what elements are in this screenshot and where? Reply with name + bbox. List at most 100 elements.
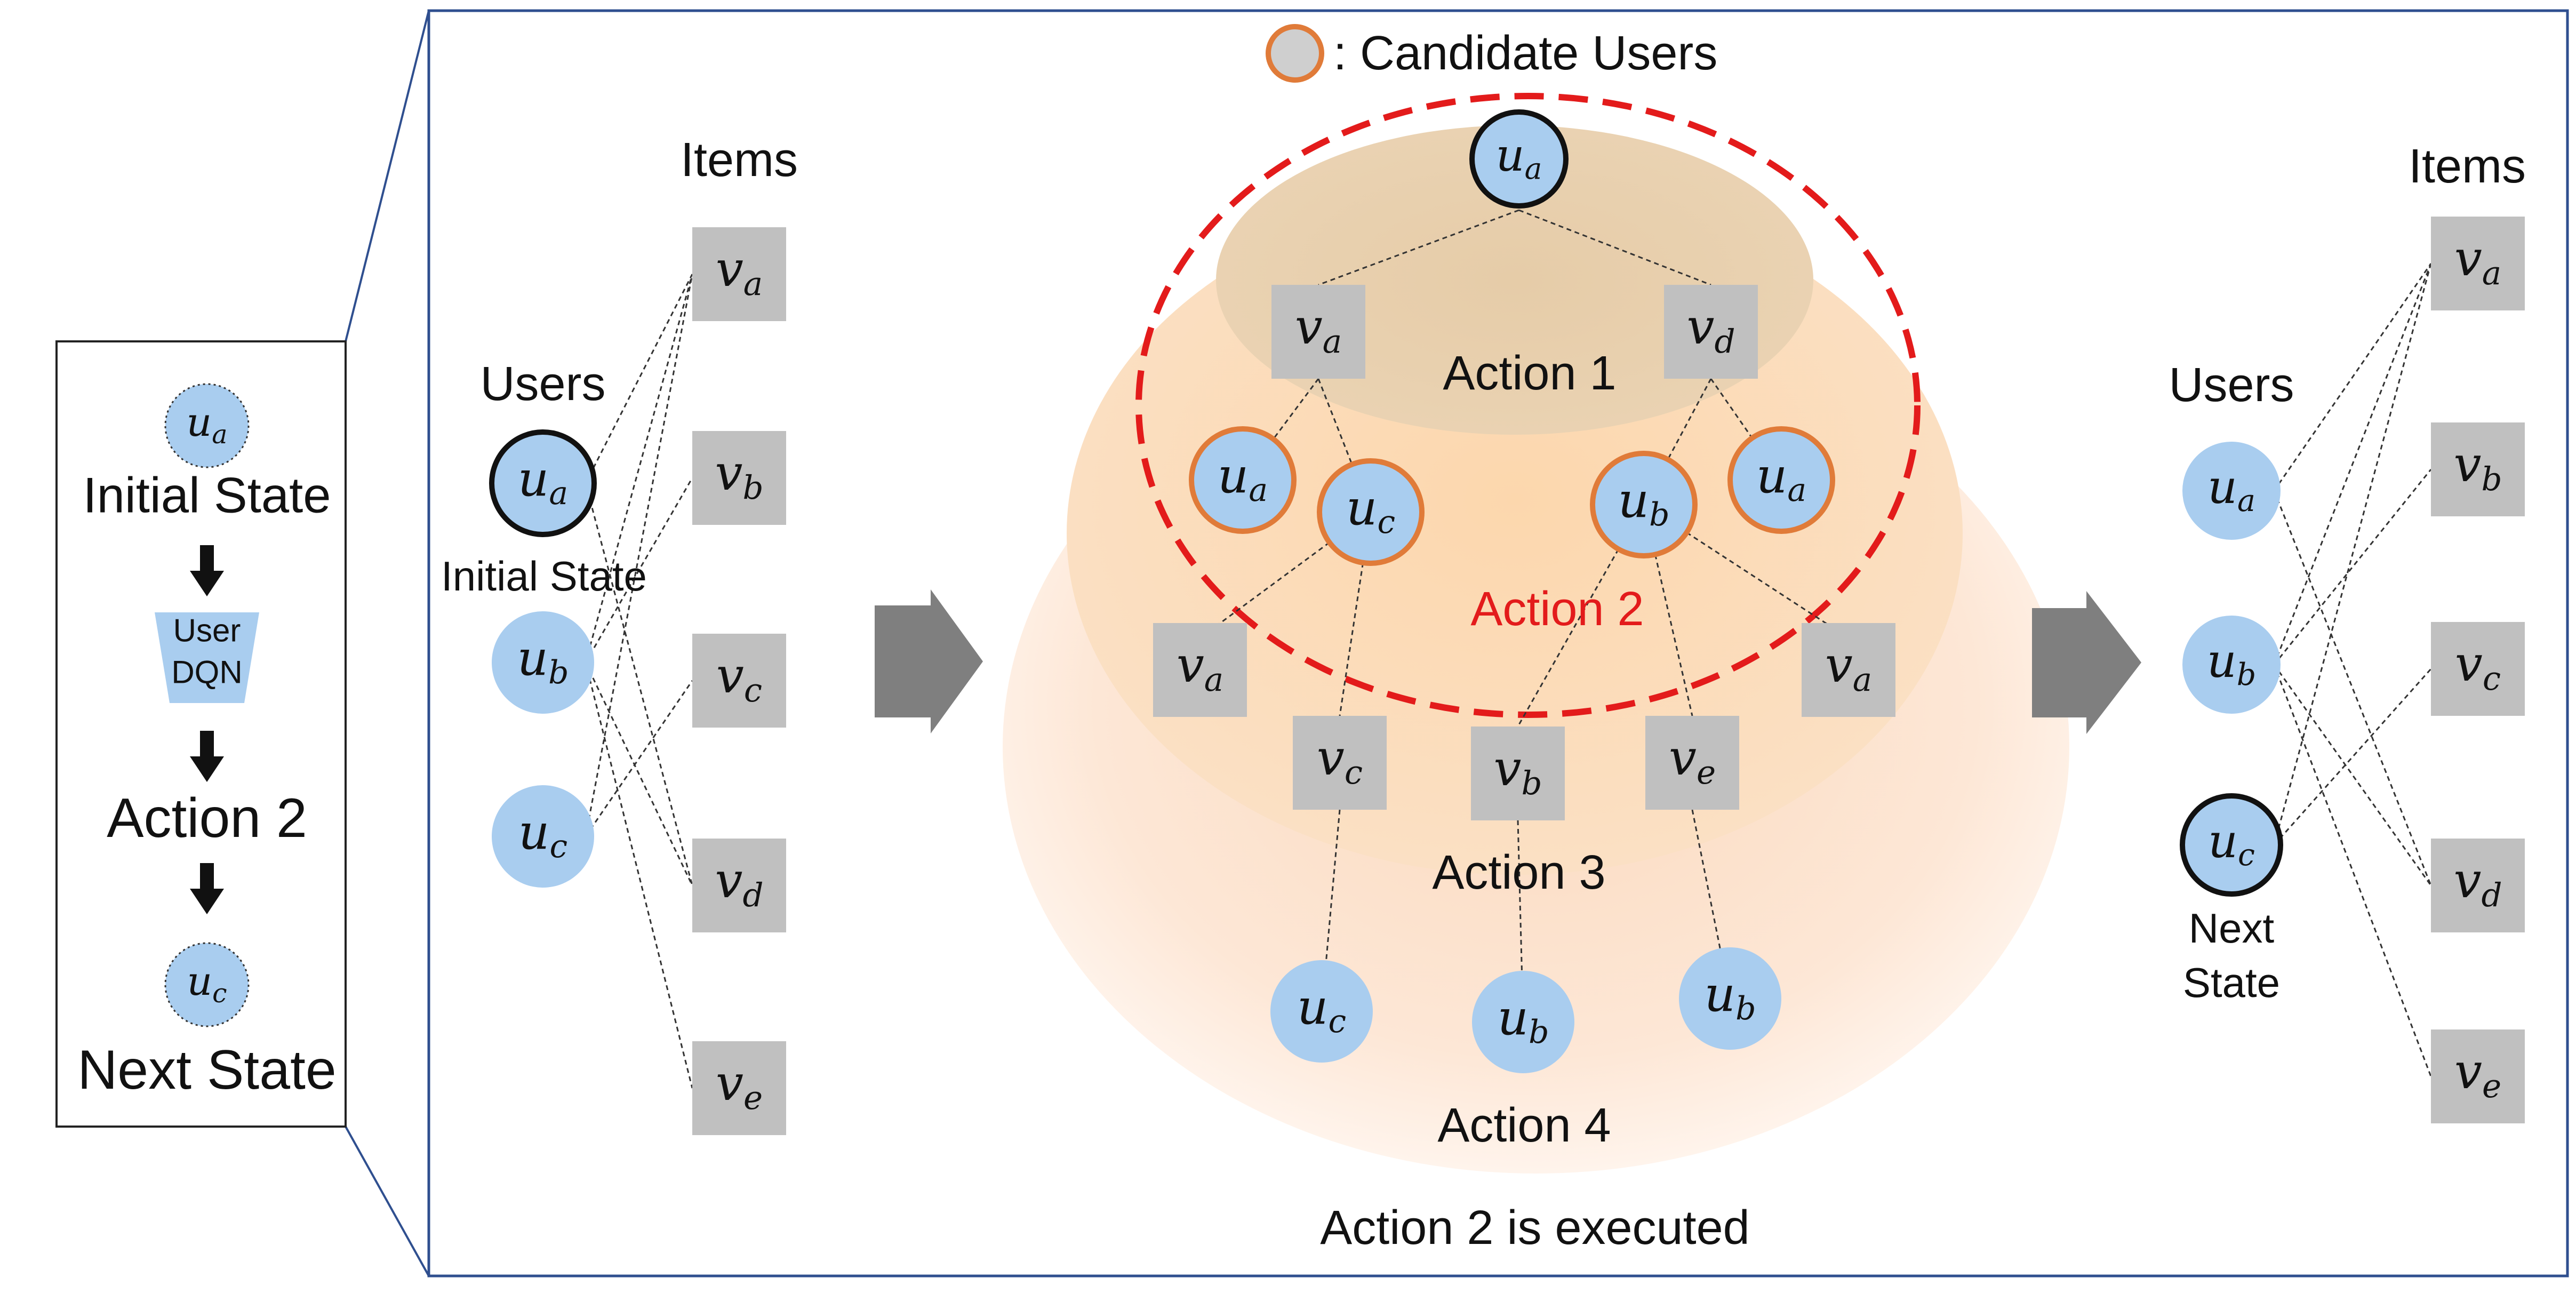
left-user-0-label: ua (518, 451, 568, 513)
sidebar-node-next-label-base: u (187, 959, 212, 1004)
zone-action2-boundary (1135, 93, 1921, 718)
right-item-2-label-subscript: c (2483, 660, 2501, 698)
right-user-0-label: ua (2207, 460, 2255, 518)
right-item-1-box (2431, 422, 2525, 516)
tree-l2-user-1-label: uc (1346, 480, 1395, 541)
tree-l2-user-3-circle (1727, 426, 1835, 534)
tree-l2-user-1-label-base: u (1346, 480, 1378, 536)
tree-l2-user-0-label: ua (1218, 448, 1268, 509)
left-item-2-label-subscript: c (744, 672, 762, 709)
right-user-0-circle (2182, 442, 2281, 540)
tree-l3-item-3-label-subscript: e (1697, 754, 1716, 792)
candidate-legend-swatch (1266, 24, 1324, 83)
sidebar-down-arrow-2 (190, 731, 224, 782)
tree-l1-item-0-box (1271, 285, 1365, 379)
right-item-2: vc (2431, 622, 2525, 716)
tree-l2-user-2: ub (1590, 451, 1698, 558)
tree-l3-item-1-label-subscript: c (1345, 754, 1363, 792)
left-item-0: va (692, 227, 786, 321)
tree-l2-user-0: ua (1189, 426, 1297, 534)
tree-edge-root-l1-0 (1318, 209, 1519, 286)
sidebar-node-next-label: uc (187, 959, 227, 1009)
left-user-1-label-base: u (517, 630, 548, 687)
user-dqn-shape (155, 612, 259, 703)
tree-l2-user-0-circle (1189, 426, 1297, 534)
right-item-3: vd (2431, 839, 2525, 932)
tree-l2-user-1: uc (1317, 458, 1425, 566)
left-user-1-label-subscript: b (548, 654, 569, 691)
action-2-label: Action 2 (1470, 582, 1644, 636)
tree-l3-item-3-box (1645, 716, 1739, 810)
left-user-1-label: ub (517, 630, 569, 692)
tree-l3-item-3-label: ve (1669, 729, 1716, 792)
tree-l3-item-1: vc (1293, 716, 1387, 810)
tree-l3-item-0-label-base: v (1177, 636, 1204, 693)
tree-l4-user-0-label: uc (1297, 979, 1346, 1041)
sidebar-node-initial-circle (164, 383, 250, 468)
right-item-4-label-subscript: e (2482, 1067, 2501, 1105)
block-arrow-left (875, 589, 983, 733)
zoom-line-top (345, 10, 430, 342)
tree-l2-user-2-label-base: u (1618, 473, 1649, 529)
tree-l3-item-4-box (1802, 623, 1895, 717)
left-item-0-box (692, 227, 786, 321)
left-item-4-label-subscript: e (743, 1079, 763, 1117)
right-edge-6 (2273, 263, 2432, 845)
right-next-label-line2: State (2183, 959, 2280, 1006)
tree-l4-user-1-label: ub (1497, 990, 1549, 1051)
tree-l1-item-0-label-base: v (1295, 298, 1323, 355)
tree-l2-user-3-label-subscript: a (1787, 472, 1806, 509)
right-edge-1 (2273, 490, 2432, 886)
left-item-2: vc (692, 634, 786, 728)
candidate-legend-text: : Candidate Users (1333, 27, 1717, 80)
tree-l3-item-0-box (1153, 623, 1247, 717)
legend (1266, 24, 1324, 83)
tree-l3-item-2-label-base: v (1493, 740, 1521, 797)
right-item-1: vb (2431, 422, 2525, 516)
left-item-3: vd (692, 839, 786, 932)
right-item-2-label-base: v (2455, 635, 2483, 692)
right-item-1-label: vb (2453, 436, 2502, 498)
tree-l4-user-2-label-subscript: b (1735, 990, 1756, 1027)
sidebar-node-initial-label-base: u (187, 400, 212, 445)
tree-l1-item-0-label: va (1295, 298, 1342, 361)
right-item-4-label: ve (2454, 1043, 2501, 1105)
right-next-label-line1: Next (2189, 905, 2275, 952)
left-user-2: uc (492, 785, 594, 888)
left-item-1-label: vb (715, 444, 763, 507)
tree-l2-user-0-label-subscript: a (1249, 472, 1268, 509)
right-items-header: Items (2409, 140, 2526, 193)
tree-root-user-circle (1469, 109, 1569, 209)
left-user-2-label-subscript: c (550, 828, 568, 865)
left-edge-1 (585, 483, 693, 886)
left-user-0-label-base: u (518, 451, 549, 507)
right-item-3-label-subscript: d (2481, 876, 2502, 914)
right-item-2-label: vc (2455, 635, 2501, 698)
right-item-0-box (2431, 217, 2525, 310)
left-user-2-circle (492, 785, 594, 888)
left-user-0-circle (489, 429, 597, 537)
right-user-1-label-subscript: b (2237, 657, 2257, 692)
tree-l3-item-0-label: va (1177, 636, 1223, 699)
right-item-0: va (2431, 217, 2525, 310)
tree-l1-item-1-label: vd (1686, 298, 1735, 361)
left-item-4: ve (692, 1041, 786, 1135)
executed-caption: Action 2 is executed (1320, 1201, 1749, 1255)
tree-l1-item-0: va (1271, 285, 1365, 379)
left-item-0-label: va (716, 241, 763, 303)
left-item-1-box (692, 431, 786, 525)
left-user-2-label-base: u (518, 804, 550, 860)
left-users-header: Users (480, 357, 605, 411)
left-item-0-label-base: v (716, 241, 743, 298)
tree-edge-l1-l2-1 (1317, 378, 1372, 513)
sidebar-node-initial-label: ua (187, 400, 228, 450)
right-user-2-circle (2180, 793, 2283, 897)
block-arrow-right (2032, 591, 2141, 734)
right-edge-2 (2273, 263, 2432, 665)
left-item-4-box (692, 1041, 786, 1135)
right-user-0: ua (2182, 442, 2281, 540)
left-edge-3 (585, 477, 693, 663)
